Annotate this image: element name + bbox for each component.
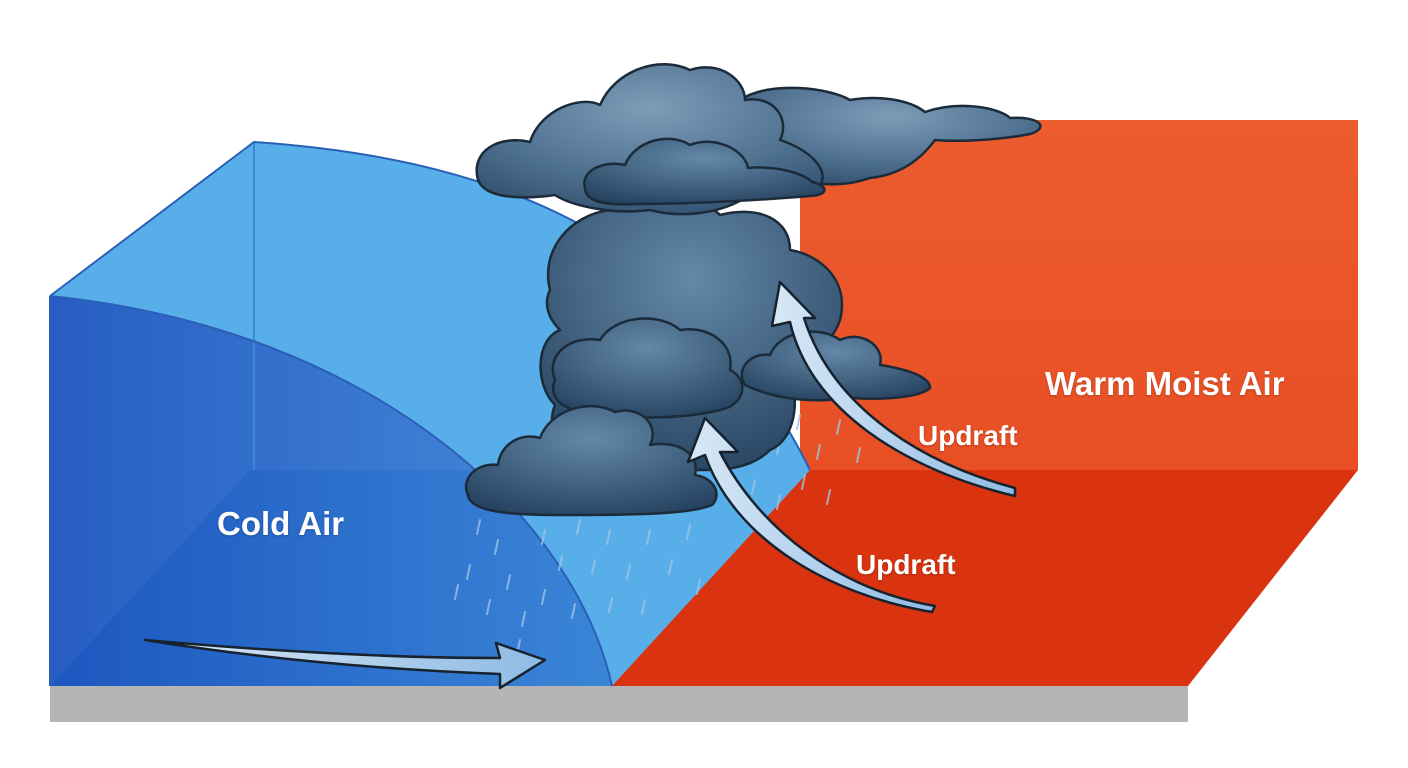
wind-arrow-icon (143, 638, 547, 690)
ground-strip (50, 686, 1188, 722)
updraft-arrow-upper (770, 280, 1017, 498)
warm-air-label: Warm Moist Air (1045, 365, 1285, 402)
updraft-label-lower: Updraft (856, 549, 956, 580)
cold-air-front-dome (50, 296, 612, 686)
cold-air-label: Cold Air (217, 505, 345, 542)
storm-cloud-icon (464, 62, 1042, 517)
updraft-arrow-lower (686, 416, 937, 614)
cloud-lower-lobe (464, 404, 718, 517)
cold-air-boundary (49, 295, 613, 687)
cloud-cap-lobe (583, 137, 826, 206)
warm-air-back-wall (800, 120, 1358, 470)
warm-air-floor (612, 470, 1358, 686)
rain-icon (454, 414, 861, 655)
warm-air-mass (612, 120, 1358, 686)
updraft-label-upper: Updraft (918, 420, 1018, 451)
